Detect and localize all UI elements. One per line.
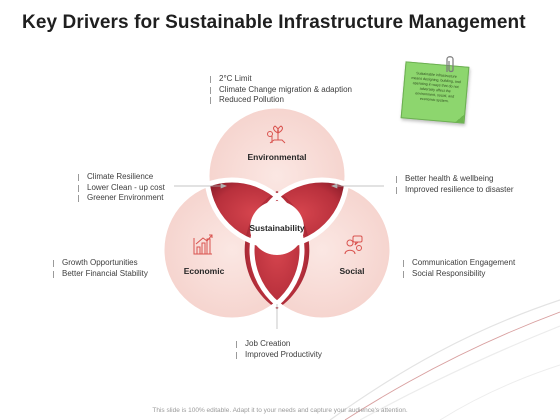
- paperclip-icon: [446, 56, 454, 73]
- callout-item: Greener Environment: [78, 193, 165, 204]
- callout-item: Social Responsibility: [403, 269, 515, 280]
- sticky-note-fold: [455, 113, 465, 123]
- callout-item: Lower Clean - up cost: [78, 183, 165, 194]
- callout-item: Better health & wellbeing: [396, 174, 514, 185]
- callout-item: Climate Resilience: [78, 172, 165, 183]
- callout-item: 2°C Limit: [210, 74, 352, 85]
- label-environmental: Environmental: [247, 152, 306, 162]
- circle-social-outline: [249, 177, 395, 323]
- callout-item: Job Creation: [236, 339, 322, 350]
- callout-item: Better Financial Stability: [53, 269, 148, 280]
- callout-social: Communication Engagement Social Responsi…: [403, 258, 515, 279]
- sticky-note: Sustainable infrastructure means designi…: [400, 61, 470, 124]
- center-label: Sustainability: [249, 223, 305, 233]
- people-chat-icon: [344, 235, 363, 255]
- bar-chart-growth-icon: [193, 234, 213, 255]
- hand-plant-icon: [267, 125, 286, 144]
- callout-econ-social: Job Creation Improved Productivity: [236, 339, 322, 360]
- slide-title: Key Drivers for Sustainable Infrastructu…: [22, 12, 526, 33]
- callout-economic: Growth Opportunities Better Financial St…: [53, 258, 148, 279]
- center-circle: [250, 201, 304, 255]
- sticky-note-text: Sustainable infrastructure means designi…: [411, 71, 461, 104]
- label-economic: Economic: [184, 266, 225, 276]
- callout-item: Reduced Pollution: [210, 95, 352, 106]
- callout-item: Climate Change migration & adaption: [210, 85, 352, 96]
- slide-footer: This slide is 100% editable. Adapt it to…: [152, 407, 408, 414]
- callout-item: Communication Engagement: [403, 258, 515, 269]
- circle-economic-outline: [159, 177, 305, 323]
- callout-environmental: 2°C Limit Climate Change migration & ada…: [210, 74, 352, 106]
- callout-item: Improved resilience to disaster: [396, 185, 514, 196]
- connector-lines: [174, 183, 384, 329]
- label-social: Social: [339, 266, 364, 276]
- callout-env-social: Better health & wellbeing Improved resil…: [396, 174, 514, 195]
- callout-env-econ: Climate Resilience Lower Clean - up cost…: [78, 172, 165, 204]
- callout-item: Growth Opportunities: [53, 258, 148, 269]
- callout-item: Improved Productivity: [236, 350, 322, 361]
